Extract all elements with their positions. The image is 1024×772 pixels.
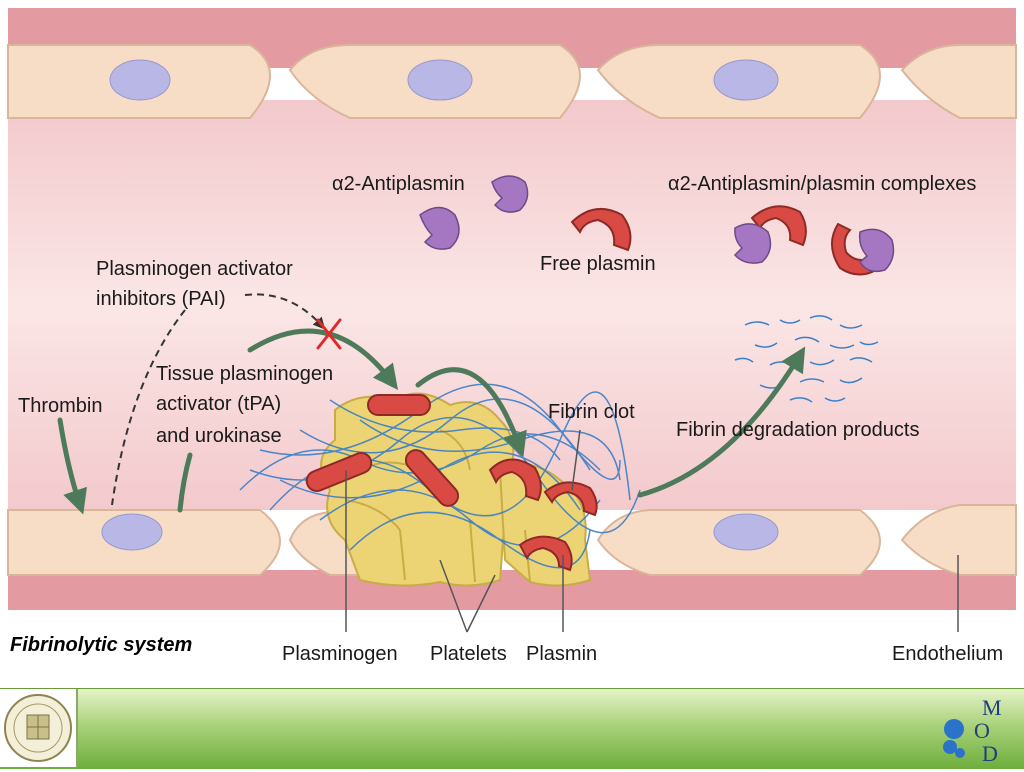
label-plasminogen: Plasminogen xyxy=(282,643,398,665)
mod-logo: M O D xyxy=(943,695,1002,763)
label-free-plasmin: Free plasmin xyxy=(540,253,656,275)
arrow-tpa-to-plasminogen xyxy=(247,328,399,390)
label-complexes: α2-Antiplasmin/plasmin complexes xyxy=(668,173,976,195)
arrow-thrombin xyxy=(57,417,87,515)
arrow-plasminogen-to-plasmin xyxy=(415,367,527,458)
fibrinolysis-diagram: α2-Antiplasmin α2-Antiplasmin/plasmin co… xyxy=(7,8,1017,665)
label-pai-line2: inhibitors (PAI) xyxy=(96,288,226,310)
logo-letter-m: M xyxy=(982,695,1002,720)
label-pai-line1: Plasminogen activator xyxy=(96,258,293,280)
label-fibrin-clot: Fibrin clot xyxy=(548,401,635,423)
plasminogen-rod-1 xyxy=(367,394,431,416)
arrow-clot-to-fdp xyxy=(637,346,806,498)
label-tpa-line2: activator (tPA) xyxy=(156,393,281,415)
pai-dashed-line xyxy=(111,309,186,506)
label-alpha2-antiplasmin: α2-Antiplasmin xyxy=(332,173,465,195)
label-pointer-lines xyxy=(345,429,959,633)
endothelial-cells-bottom xyxy=(7,504,1017,576)
plasminogen-rod-3 xyxy=(404,449,460,507)
university-seal xyxy=(0,689,78,767)
pai-dashed-arrow xyxy=(244,293,326,330)
label-thrombin: Thrombin xyxy=(18,395,102,417)
seal-emblem-icon xyxy=(4,694,72,762)
antiplasmin-molecules xyxy=(419,175,529,250)
label-tpa-line1: Tissue plasminogen xyxy=(156,363,333,385)
free-plasmin-molecule xyxy=(570,207,632,252)
antiplasmin-plasmin-complexes xyxy=(733,205,895,276)
slide-footer-bar: M O D xyxy=(0,688,1024,769)
label-tpa-line3: and urokinase xyxy=(156,425,282,447)
label-fibrin-degradation-products: Fibrin degradation products xyxy=(676,419,919,441)
logo-letter-d: D xyxy=(982,741,998,763)
plasmin-molecules xyxy=(488,458,598,572)
gear-icon xyxy=(944,719,964,739)
arrow-tpa-release xyxy=(177,452,193,513)
plasminogen-molecules xyxy=(305,394,460,507)
endothelial-cells-top xyxy=(7,44,1017,119)
fibrin-degradation-fragments xyxy=(734,315,879,403)
vessel-wall-bottom xyxy=(8,570,1016,610)
plasminogen-rod-2 xyxy=(305,452,373,492)
process-arrows xyxy=(57,328,806,515)
logo-letter-o: O xyxy=(974,718,990,743)
label-endothelium: Endothelium xyxy=(892,643,1003,665)
label-plasmin: Plasmin xyxy=(526,643,597,665)
figure-caption: Fibrinolytic system xyxy=(10,634,193,656)
inhibition-x-icon xyxy=(316,318,342,350)
label-platelets: Platelets xyxy=(430,643,507,665)
